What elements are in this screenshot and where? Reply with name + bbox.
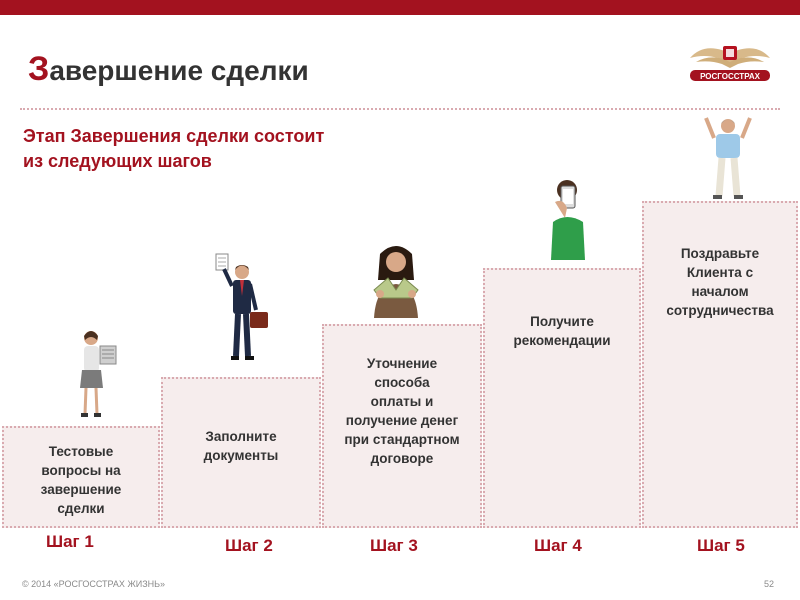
page-title: Завершение сделки — [28, 50, 309, 89]
step-3-label: Шаг 3 — [370, 536, 418, 555]
woman-with-documents-figure — [80, 331, 117, 417]
step-1-block — [2, 426, 160, 528]
step-5-label: Шаг 5 — [697, 536, 745, 555]
step-4-label: Шаг 4 — [534, 536, 582, 555]
step-1-label: Шаг 1 — [46, 532, 94, 551]
step-5-text: Поздравьте Клиента с началом сотрудничес… — [666, 246, 774, 318]
footer-copyright: © 2014 «РОСГОССТРАХ ЖИЗНЬ» — [22, 579, 166, 589]
step-4-text: Получите рекомендации — [513, 314, 611, 348]
businessman-with-briefcase-figure — [215, 253, 268, 360]
top-brand-bar — [0, 0, 800, 15]
page-title-initial: З — [28, 50, 50, 88]
step-3-block — [322, 324, 482, 528]
logo-wordmark: РОСГОССТРАХ — [700, 72, 761, 81]
step-5-block — [642, 201, 798, 528]
footer-page-number: 52 — [764, 579, 775, 589]
subtitle-line-2: из следующих шагов — [23, 151, 212, 171]
step-2-block — [161, 377, 321, 528]
cheering-man-figure — [704, 117, 752, 199]
header-divider — [20, 108, 780, 110]
step-2-label: Шаг 2 — [225, 536, 273, 555]
woman-with-money-figure — [373, 246, 419, 318]
page-title-rest: авершение сделки — [49, 55, 309, 86]
section-subtitle: Этап Завершения сделки состоит из следую… — [23, 124, 443, 174]
person-with-phone-figure — [551, 180, 585, 260]
step-3-text: Уточнение способа оплаты и получение ден… — [344, 356, 460, 466]
rosgosstrakh-logo: РОСГОССТРАХ — [690, 46, 770, 81]
step-1-text: Тестовые вопросы на завершение сделки — [40, 444, 122, 516]
subtitle-line-1: Этап Завершения сделки состоит — [23, 126, 325, 146]
step-4-block — [483, 268, 641, 528]
step-2-text: Заполните документы — [203, 429, 279, 463]
